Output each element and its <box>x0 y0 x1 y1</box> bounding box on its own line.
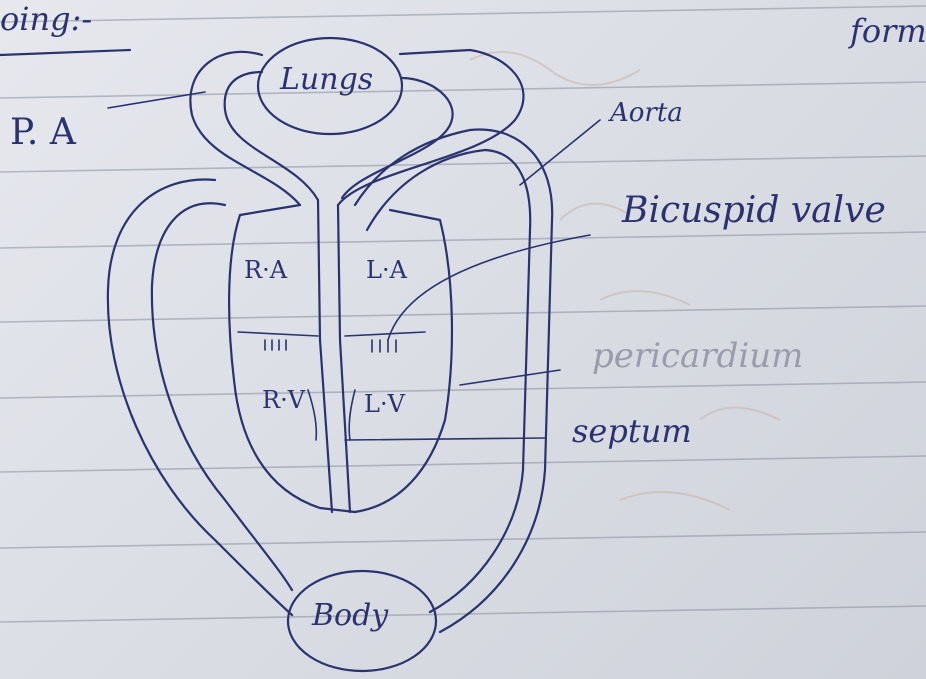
aorta-arch-inner <box>367 150 530 612</box>
septum-lines <box>318 200 350 512</box>
bicuspid-valve-label: Bicuspid valve <box>622 190 886 231</box>
right-ventricle-label: R·V <box>262 386 305 414</box>
septum-pointer <box>345 438 545 440</box>
bicuspid-pointer <box>388 235 590 340</box>
heading-text: oing:- <box>0 0 92 38</box>
heading-underline <box>0 50 130 55</box>
pulmonary-artery-label: P. A <box>10 112 76 153</box>
pericardium-pointer <box>460 370 560 385</box>
septum-label: septum <box>572 412 692 450</box>
right-atrium-label: R·A <box>244 256 287 284</box>
left-atrium-label: L·A <box>366 256 407 284</box>
left-ventricle-label: L·V <box>364 390 405 418</box>
pericardium-label: pericardium <box>592 336 803 376</box>
ruled-lines <box>0 6 926 622</box>
aorta-label: Aorta <box>610 98 683 128</box>
body-label: Body <box>312 598 388 633</box>
lungs-label: Lungs <box>280 62 373 97</box>
corner-text: form <box>850 12 926 50</box>
